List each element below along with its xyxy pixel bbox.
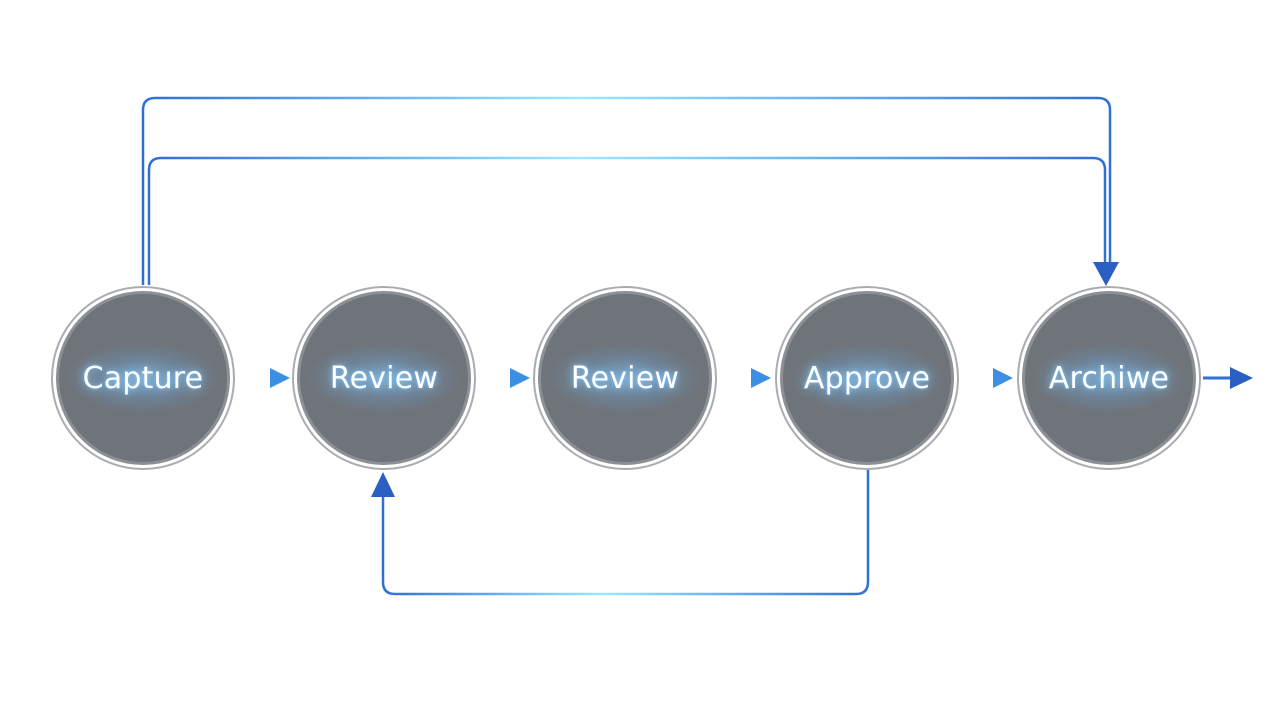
bypass-connector-outer [141, 96, 1112, 285]
node-label: Review [570, 360, 680, 396]
loop-back-arrowhead [371, 472, 395, 497]
bypass-connector-inner [147, 156, 1107, 285]
loop-back-connector [381, 470, 870, 596]
sequence-arrow-review-approve [720, 368, 771, 388]
bypass-arrowhead [1093, 262, 1119, 286]
node-review-2: Review [538, 291, 712, 465]
node-archive: Archiwe [1022, 291, 1196, 465]
node-capture: Capture [56, 291, 230, 465]
node-label: Review [329, 360, 439, 396]
sequence-arrow-capture-review [238, 368, 290, 388]
node-label: Capture [82, 360, 204, 396]
node-label: Approve [803, 360, 931, 396]
exit-arrow-archive [1203, 367, 1253, 389]
node-approve: Approve [780, 291, 954, 465]
sequence-arrow-review-review [479, 368, 530, 388]
node-label: Archiwe [1048, 360, 1170, 396]
node-review-1: Review [297, 291, 471, 465]
sequence-arrow-approve-archive [962, 368, 1013, 388]
